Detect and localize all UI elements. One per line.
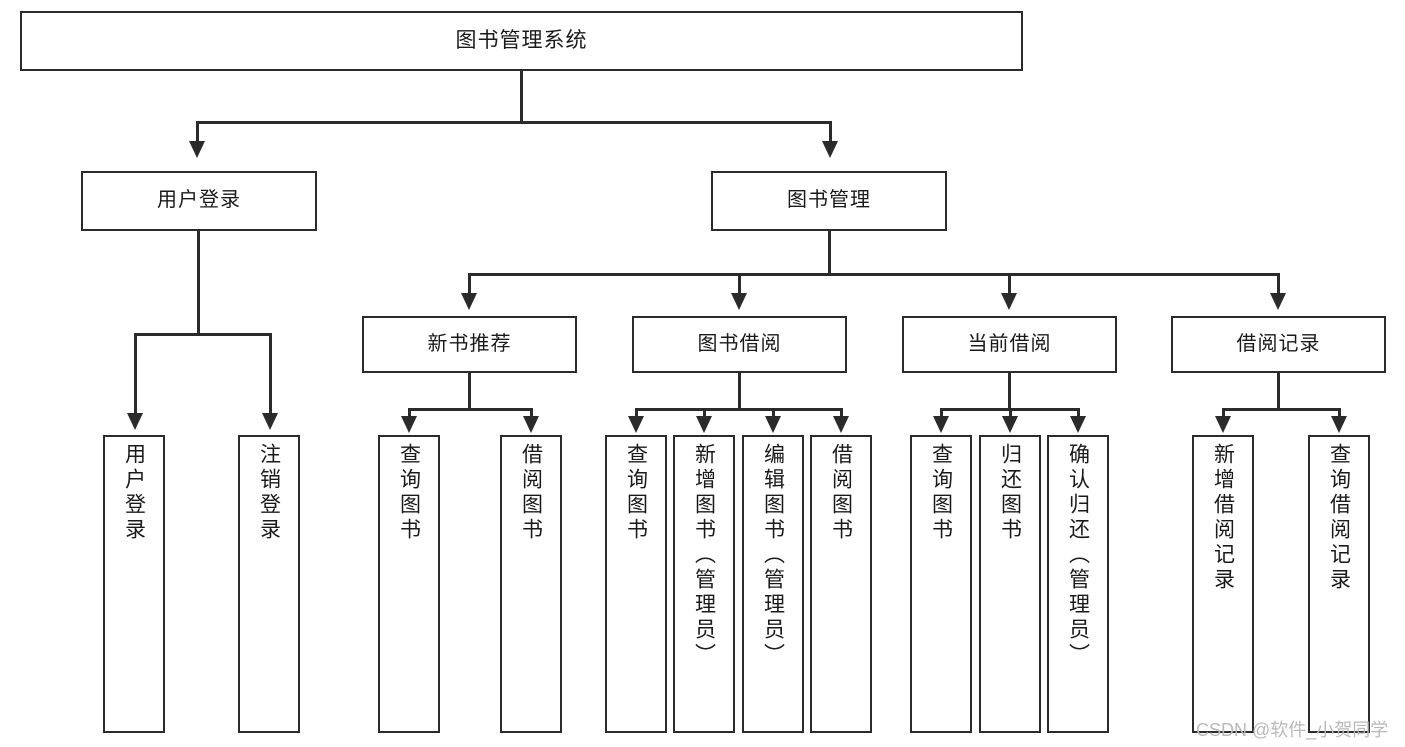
node-new-book-recommend[interactable]: 新书推荐 xyxy=(362,316,577,373)
arrowhead-bb-to-leaf-1 xyxy=(628,416,644,433)
connector-cb-to-leaf-3 xyxy=(1077,408,1080,418)
leaf-edit-book[interactable]: 编辑图书（管理员） xyxy=(742,435,804,733)
node-borrow-record-label: 借阅记录 xyxy=(1236,332,1321,355)
connector-user-login-to-leaf-2 xyxy=(269,333,272,415)
connector-br-stem xyxy=(1277,373,1280,410)
connector-root-bus xyxy=(196,121,832,124)
arrowhead-br-to-leaf-2 xyxy=(1331,416,1347,433)
arrowhead-bb-to-leaf-3 xyxy=(765,416,781,433)
arrowhead-user-login-to-leaf-1 xyxy=(127,413,143,430)
arrowhead-user-login-to-leaf-2 xyxy=(262,413,278,430)
connector-cb-stem xyxy=(1008,373,1011,410)
connector-bb-to-leaf-3 xyxy=(772,408,775,418)
connector-bb-to-leaf-4 xyxy=(840,408,843,418)
leaf-query-borrow-record[interactable]: 查询借阅记录 xyxy=(1308,435,1370,733)
connector-cb-to-leaf-1 xyxy=(940,408,943,418)
connector-bm-to-new-book xyxy=(468,273,471,295)
connector-book-manage-bus xyxy=(468,273,1277,276)
leaf-borrow-book-1-label: 借阅图书 xyxy=(519,443,543,543)
arrowhead-root-to-book-manage xyxy=(822,141,838,158)
node-new-book-recommend-label: 新书推荐 xyxy=(427,332,512,355)
node-book-borrow-label: 图书借阅 xyxy=(697,332,782,355)
arrowhead-bm-to-new-book xyxy=(461,293,477,310)
leaf-logout-login[interactable]: 注销登录 xyxy=(238,435,300,733)
leaf-add-book[interactable]: 新增图书（管理员） xyxy=(673,435,735,733)
leaf-add-book-label: 新增图书（管理员） xyxy=(692,443,716,668)
arrowhead-bb-to-leaf-2 xyxy=(696,416,712,433)
connector-bb-bus xyxy=(635,408,843,411)
node-current-borrow-label: 当前借阅 xyxy=(967,332,1052,355)
node-root[interactable]: 图书管理系统 xyxy=(20,11,1023,71)
leaf-logout-login-label: 注销登录 xyxy=(257,443,281,543)
connector-root-stem xyxy=(520,71,523,123)
arrowhead-bm-to-book-borrow xyxy=(731,293,747,310)
arrowhead-cb-to-leaf-1 xyxy=(933,416,949,433)
connector-user-login-stem xyxy=(197,231,200,335)
connector-br-bus xyxy=(1222,408,1341,411)
connector-bm-to-borrow-record xyxy=(1277,273,1280,295)
leaf-edit-book-label: 编辑图书（管理员） xyxy=(761,443,785,668)
leaf-query-book-1-label: 查询图书 xyxy=(397,443,421,543)
node-borrow-record[interactable]: 借阅记录 xyxy=(1171,316,1386,373)
node-book-borrow[interactable]: 图书借阅 xyxy=(632,316,847,373)
arrowhead-root-to-user-login xyxy=(189,141,205,158)
connector-br-to-leaf-2 xyxy=(1338,408,1341,418)
connector-root-to-user-login xyxy=(196,121,199,143)
leaf-query-book-2-label: 查询图书 xyxy=(624,443,648,543)
leaf-query-book-3[interactable]: 查询图书 xyxy=(910,435,972,733)
arrowhead-bm-to-current-borrow xyxy=(1001,293,1017,310)
arrowhead-br-to-leaf-1 xyxy=(1215,416,1231,433)
leaf-add-borrow-record-label: 新增借阅记录 xyxy=(1211,443,1235,593)
connector-book-manage-stem xyxy=(828,231,831,275)
leaf-borrow-book-2-label: 借阅图书 xyxy=(829,443,853,543)
connector-bm-to-book-borrow xyxy=(738,273,741,295)
arrowhead-nbr-to-leaf-1 xyxy=(401,416,417,433)
connector-user-login-to-leaf-1 xyxy=(134,333,137,415)
leaf-user-login-label: 用户登录 xyxy=(122,443,146,543)
arrowhead-cb-to-leaf-3 xyxy=(1070,416,1086,433)
connector-bm-to-current-borrow xyxy=(1008,273,1011,295)
leaf-query-borrow-record-label: 查询借阅记录 xyxy=(1327,443,1351,593)
connector-bb-stem xyxy=(738,373,741,410)
node-user-login[interactable]: 用户登录 xyxy=(81,171,317,231)
connector-bb-to-leaf-1 xyxy=(635,408,638,418)
connector-nbr-bus xyxy=(408,408,533,411)
connector-user-login-bus xyxy=(134,333,272,336)
connector-cb-to-leaf-2 xyxy=(1009,408,1012,418)
node-book-manage-label: 图书管理 xyxy=(787,189,871,212)
node-root-label: 图书管理系统 xyxy=(455,28,588,52)
connector-nbr-to-leaf-2 xyxy=(530,408,533,418)
csdn-watermark: CSDN @软件_小贺同学 xyxy=(1196,720,1389,740)
leaf-query-book-1[interactable]: 查询图书 xyxy=(378,435,440,733)
leaf-add-borrow-record[interactable]: 新增借阅记录 xyxy=(1192,435,1254,733)
node-user-login-label: 用户登录 xyxy=(157,189,241,212)
arrowhead-nbr-to-leaf-2 xyxy=(523,416,539,433)
arrowhead-bb-to-leaf-4 xyxy=(833,416,849,433)
connector-nbr-stem xyxy=(468,373,471,410)
connector-root-to-book-manage xyxy=(829,121,832,143)
node-book-manage[interactable]: 图书管理 xyxy=(711,171,947,231)
leaf-confirm-return-label: 确认归还（管理员） xyxy=(1066,443,1090,668)
leaf-return-book-label: 归还图书 xyxy=(998,443,1022,543)
leaf-borrow-book-1[interactable]: 借阅图书 xyxy=(500,435,562,733)
node-current-borrow[interactable]: 当前借阅 xyxy=(902,316,1117,373)
connector-bb-to-leaf-2 xyxy=(703,408,706,418)
leaf-confirm-return[interactable]: 确认归还（管理员） xyxy=(1047,435,1109,733)
connector-br-to-leaf-1 xyxy=(1222,408,1225,418)
connector-nbr-to-leaf-1 xyxy=(408,408,411,418)
leaf-return-book[interactable]: 归还图书 xyxy=(979,435,1041,733)
arrowhead-bm-to-borrow-record xyxy=(1270,293,1286,310)
leaf-user-login[interactable]: 用户登录 xyxy=(103,435,165,733)
arrowhead-cb-to-leaf-2 xyxy=(1002,416,1018,433)
leaf-borrow-book-2[interactable]: 借阅图书 xyxy=(810,435,872,733)
leaf-query-book-2[interactable]: 查询图书 xyxy=(605,435,667,733)
leaf-query-book-3-label: 查询图书 xyxy=(929,443,953,543)
